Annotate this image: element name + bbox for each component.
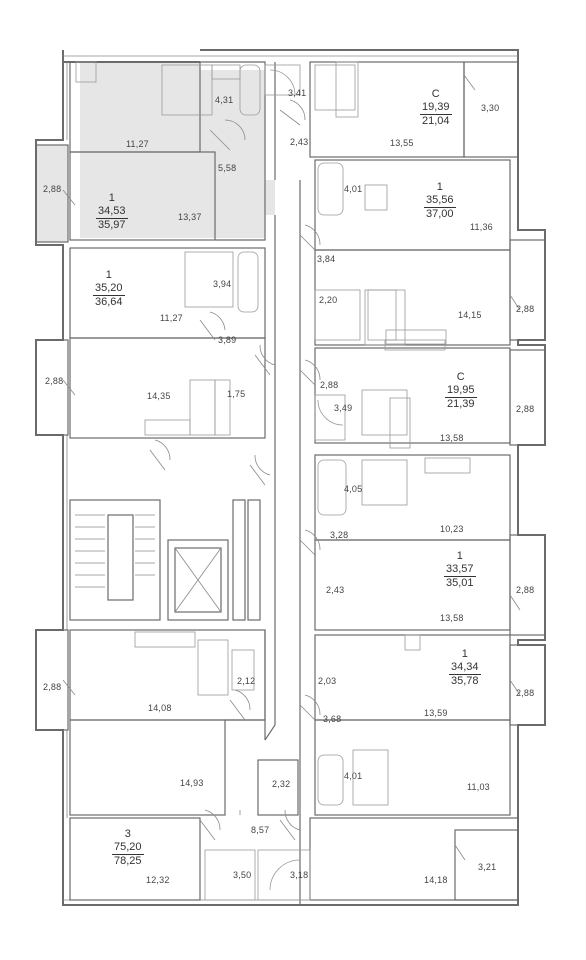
apartment-living-area: 19,39 [420,101,452,115]
apartment-type: C [456,371,465,383]
room-area: 3,28 [330,530,349,540]
apartment-total-area: 21,39 [447,398,475,410]
room-area: 4,01 [344,184,363,194]
room-area: 4,01 [344,771,363,781]
room-area: 2,43 [290,137,309,147]
apartment-type: 3 [124,828,131,840]
room-area: 14,15 [458,310,482,320]
apartment-living-area: 35,56 [424,194,456,208]
room-area: 11,27 [126,139,149,149]
apartment-label-h[interactable]: 3 75,20 78,25 [112,828,144,868]
apartment-total-area: 37,00 [426,208,454,220]
room-area: 13,58 [440,433,464,443]
stair-core [69,499,161,621]
room-area: 11,27 [160,313,183,323]
corridor [239,62,301,905]
bathroom-fixtures [161,64,408,901]
apartment-living-area: 34,53 [96,205,128,219]
room-area: 2,88 [320,380,339,390]
apartment-total-area: 35,78 [451,675,479,687]
apartment-living-area: 35,20 [93,282,125,296]
room-area: 14,35 [147,391,171,401]
highlighted-apartment-fill [80,62,275,238]
apartment-type: 1 [105,269,112,281]
apartment-living-area: 33,57 [444,563,476,577]
apartment-total-area: 21,04 [422,115,450,127]
room-area: 3,68 [323,714,342,724]
apartment-label-d[interactable]: 1 35,20 36,64 [93,269,125,309]
apartment-label-c[interactable]: 1 35,56 37,00 [424,181,456,221]
elevator [167,499,261,621]
apartment-type: 1 [108,192,115,204]
room-area: 3,84 [317,254,336,264]
apartment-total-area: 35,01 [446,577,474,589]
room-area: 4,31 [215,95,234,105]
left-apartment-walls [69,61,266,901]
room-area: 3,41 [288,88,307,98]
apartment-type: 1 [456,550,463,562]
room-area: 13,59 [424,708,448,718]
apartment-total-area: 36,64 [95,296,123,308]
apartment-living-area: 34,34 [449,661,481,675]
room-area: 2,88 [43,682,62,692]
room-area: 3,18 [290,870,309,880]
room-area: 10,23 [440,524,464,534]
apartment-label-b[interactable]: C 19,39 21,04 [420,88,452,128]
apartment-label-g[interactable]: 1 34,34 35,78 [449,648,481,688]
apartment-type: 1 [436,181,443,193]
room-area: 14,93 [180,778,204,788]
room-area: 2,20 [319,295,338,305]
room-area: 11,36 [470,222,493,232]
room-area: 2,88 [45,376,64,386]
highlighted-balcony-fill [36,145,68,242]
room-area: 4,05 [344,484,363,494]
room-area: 2,03 [318,676,337,686]
room-area: 2,32 [272,779,291,789]
room-area: 2,88 [516,404,535,414]
room-area: 2,88 [43,184,62,194]
kitchen-counters [75,61,471,651]
door-swings [62,74,521,861]
room-area: 3,30 [481,103,500,113]
room-area: 2,43 [326,585,345,595]
room-area: 5,58 [218,163,237,173]
room-area: 14,18 [424,875,448,885]
room-area: 2,88 [516,304,535,314]
room-area: 11,03 [467,782,490,792]
apartment-label-f[interactable]: 1 33,57 35,01 [444,550,476,590]
apartment-type: 1 [461,648,468,660]
room-area: 1,75 [227,389,246,399]
room-area: 3,21 [478,862,497,872]
room-area: 3,94 [213,279,232,289]
apartment-total-area: 78,25 [114,855,142,867]
room-area: 2,88 [516,585,535,595]
left-balconies [35,144,69,731]
room-area: 8,57 [251,825,270,835]
apartment-total-area: 35,97 [98,219,126,231]
apartment-living-area: 75,20 [112,841,144,855]
room-area: 13,55 [390,138,414,148]
room-area: 3,50 [233,870,252,880]
room-area: 13,58 [440,613,464,623]
room-area: 2,12 [237,676,256,686]
room-area: 3,89 [218,335,237,345]
room-area: 13,37 [178,212,202,222]
apartment-label-e[interactable]: C 19,95 21,39 [445,371,477,411]
right-balconies [454,61,546,901]
right-apartment-walls [309,61,519,901]
room-area: 12,32 [146,875,170,885]
room-area: 14,08 [148,703,172,713]
apartment-label-a[interactable]: 1 34,53 35,97 [96,192,128,232]
apartment-living-area: 19,95 [445,384,477,398]
room-area: 2,88 [516,688,535,698]
apartment-type: C [431,88,440,100]
room-area: 3,49 [334,403,353,413]
